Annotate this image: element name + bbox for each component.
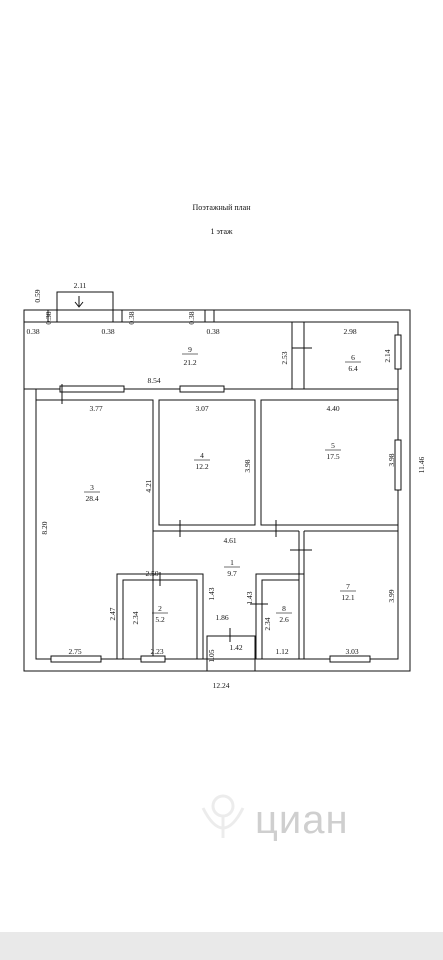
- blank-top-area: [0, 0, 443, 195]
- room8-area: 2.6: [279, 615, 289, 624]
- entry-arrow-head-icon: [74, 301, 84, 308]
- dim-room5-height: 3.98: [387, 453, 396, 466]
- room9-area: 21.2: [183, 358, 196, 367]
- window-icon: [140, 655, 166, 663]
- plan-sheet: [0, 195, 443, 740]
- room6-area: 6.4: [348, 364, 358, 373]
- vestibule-walls: [206, 635, 256, 672]
- window-icon: [394, 334, 402, 370]
- window-icon: [50, 655, 102, 663]
- dim-pier-right-b: 0.38: [206, 327, 219, 336]
- dim-room4-width: 3.07: [195, 404, 208, 413]
- room4-walls: [158, 399, 256, 526]
- room9-number: 9: [188, 345, 192, 354]
- room1-area: 9.7: [227, 569, 237, 578]
- dim-room1-wall-a: 1.43: [207, 587, 216, 600]
- dim-room8-bottom: 1.12: [275, 647, 288, 656]
- window-icon: [394, 439, 402, 491]
- dim-room9-depth: 2.53: [280, 351, 289, 364]
- dim-room2-top: 2.50: [145, 569, 158, 578]
- porch-outline: [56, 291, 114, 310]
- dim-room5-width: 4.40: [326, 404, 339, 413]
- dim-room6-depth: 2.14: [383, 349, 392, 362]
- dim-pier-left-d: 0.38: [127, 311, 136, 324]
- dim-porch-width: 2.11: [74, 281, 87, 290]
- window-icon: [329, 655, 371, 663]
- room5-walls: [260, 399, 399, 526]
- document-title: Поэтажный план: [192, 203, 251, 212]
- dim-room1-width: 4.61: [223, 536, 236, 545]
- dim-room1-wall-b: 1.43: [245, 591, 254, 604]
- room5-number: 5: [331, 441, 335, 450]
- window-icon: [179, 385, 225, 393]
- dim-room3-bottom: 2.75: [68, 647, 81, 656]
- dim-room9-length: 8.54: [147, 376, 160, 385]
- dim-room8-height: 2.34: [263, 617, 272, 630]
- dim-vestibule-depth: 1.05: [207, 649, 216, 662]
- room3-area: 28.4: [85, 494, 98, 503]
- room8-outer-walls: [255, 573, 305, 660]
- floor-label: 1 этаж: [210, 227, 233, 236]
- room7-number: 7: [346, 582, 350, 591]
- dim-room7-bottom: 3.03: [345, 647, 358, 656]
- dim-pier-left-a: 0.38: [26, 327, 39, 336]
- wall-pier: [112, 309, 123, 323]
- bottom-bar: [0, 932, 443, 960]
- dim-building-length: 12.24: [213, 681, 230, 690]
- dim-room3-lower-wall: 2.47: [108, 607, 117, 620]
- cian-logo-icon: [201, 794, 245, 838]
- dim-porch-depth: 0.59: [33, 289, 42, 302]
- room7-area: 12.1: [341, 593, 354, 602]
- dim-room3-height: 8.20: [40, 521, 49, 534]
- room8-number: 8: [282, 604, 286, 613]
- watermark-text: циан: [255, 798, 349, 842]
- dim-pier-left-b: 0.38: [44, 311, 53, 324]
- room4-number: 4: [200, 451, 204, 460]
- dim-vestibule-width: 1.42: [229, 643, 242, 652]
- dim-pier-left-c: 0.38: [101, 327, 114, 336]
- room4-area: 12.2: [195, 462, 208, 471]
- dim-room2-bottom: 2.23: [150, 647, 163, 656]
- dim-room6-width: 2.98: [343, 327, 356, 336]
- dim-room1-bottom: 1.86: [215, 613, 228, 622]
- room5-area: 17.5: [326, 452, 339, 461]
- dim-room4-height: 3.98: [243, 459, 252, 472]
- dim-pier-right-a: 0.38: [187, 311, 196, 324]
- room2-number: 2: [158, 604, 162, 613]
- wall-pier: [204, 309, 215, 323]
- dim-room7-height: 3.99: [387, 589, 396, 602]
- dim-room2-height: 2.34: [131, 611, 140, 624]
- window-icon: [59, 385, 125, 393]
- wall-pier: [47, 309, 58, 323]
- room6-number: 6: [351, 353, 355, 362]
- dim-room4-left-height: 4.21: [144, 479, 153, 492]
- room1-number: 1: [230, 558, 234, 567]
- dim-room3-width: 3.77: [89, 404, 102, 413]
- room2-area: 5.2: [155, 615, 165, 624]
- room3-number: 3: [90, 483, 94, 492]
- dim-building-depth: 11.46: [417, 456, 426, 473]
